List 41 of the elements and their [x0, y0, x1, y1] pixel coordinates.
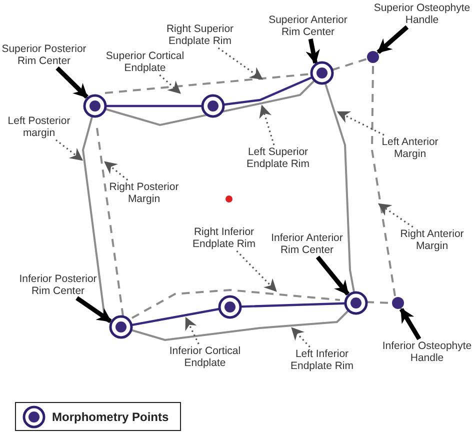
point-label: Right Superior Endplate Rim — [150, 23, 250, 47]
morphometry-point — [344, 291, 368, 315]
pointer-arrow — [399, 308, 422, 340]
point-label: Inferior Osteophyte Handle — [380, 340, 474, 364]
leader-arrow — [159, 74, 181, 94]
point-label: Left Inferior Endplate Rim — [276, 348, 368, 372]
morphometry-point — [310, 61, 334, 85]
point-label: Inferior Anterior Rim Center — [265, 232, 349, 256]
pointer-arrow — [56, 66, 88, 99]
morphometry-point — [201, 94, 225, 118]
handle-point — [367, 51, 379, 63]
point-label: Left Superior Endplate Rim — [236, 146, 320, 170]
leader-arrow — [259, 104, 275, 146]
point-label: Superior Osteophyte Handle — [370, 2, 474, 26]
morphometry-point — [218, 295, 242, 319]
leader-arrow — [218, 47, 264, 80]
leader-arrow — [291, 327, 310, 348]
leader-arrow — [104, 161, 128, 181]
point-label: Right Posterior Margin — [100, 181, 188, 205]
morphometry-point — [83, 94, 107, 118]
leader-arrow — [336, 111, 384, 136]
morphometry-point — [109, 315, 133, 339]
point-label: Right Anterior Margin — [390, 228, 474, 252]
leader-arrow — [236, 250, 277, 292]
point-label: Left Posterior margin — [0, 115, 78, 139]
handle-point — [392, 297, 404, 309]
leader-arrow — [378, 203, 414, 228]
pointer-arrow — [306, 38, 320, 64]
legend-text: Morphometry Points — [52, 410, 169, 424]
leader-arrow — [185, 316, 200, 344]
point-label: Left Anterior Margin — [370, 136, 450, 160]
pointer-arrow — [76, 296, 112, 324]
leader-arrow — [55, 139, 84, 161]
point-label: Right Inferior Endplate Rim — [184, 226, 264, 250]
point-label: Superior Anterior Rim Center — [262, 14, 354, 38]
pointer-arrow — [376, 25, 409, 54]
point-label: Inferior Posterior Rim Center — [10, 273, 106, 297]
point-label: Inferior Cortical Endplate — [160, 345, 250, 369]
pointer-arrow — [316, 256, 350, 296]
point-label: Superior Cortical Endplate — [95, 50, 195, 74]
point-label: Superior Posterior Rim Center — [0, 43, 88, 67]
